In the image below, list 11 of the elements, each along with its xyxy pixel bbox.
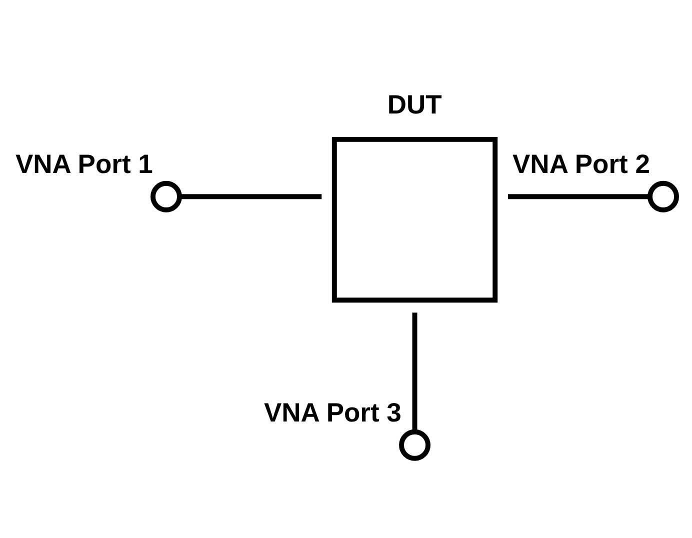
node-label: VNA Port 1	[15, 148, 153, 179]
node-circle	[399, 428, 430, 460]
node-label: DUT	[387, 88, 442, 119]
connector	[508, 194, 650, 199]
node-circle	[648, 180, 680, 212]
connector	[180, 194, 322, 199]
node-label: VNA Port 2	[512, 148, 650, 179]
connector	[412, 312, 418, 432]
node-circle	[150, 180, 182, 212]
node-box	[332, 136, 498, 302]
node-label: VNA Port 3	[264, 397, 402, 428]
